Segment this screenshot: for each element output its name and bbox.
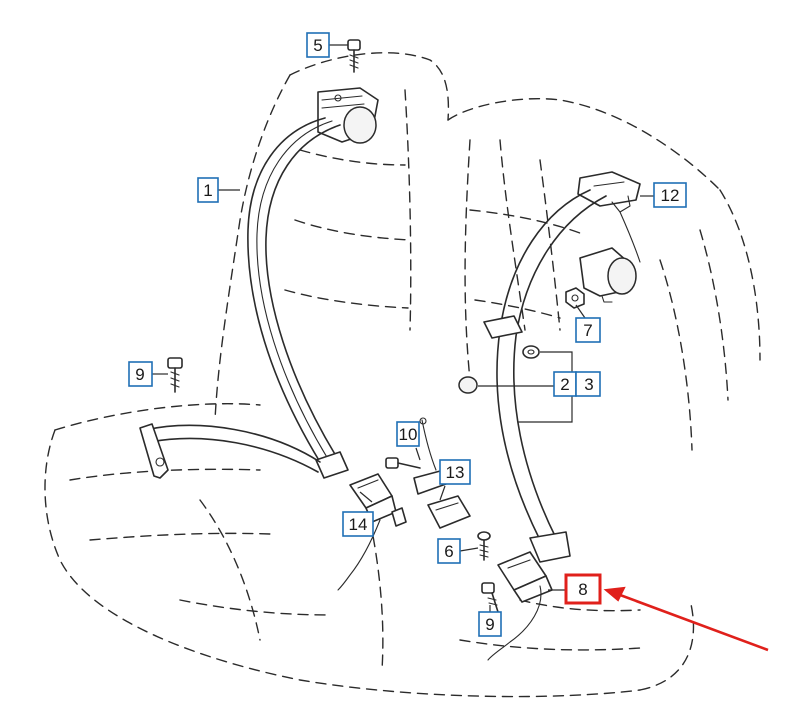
washer-2	[522, 345, 540, 359]
bolt-5	[347, 39, 361, 73]
svg-text:10: 10	[399, 425, 418, 444]
seat-backrest	[214, 52, 761, 451]
belt-retractor-right	[579, 211, 641, 303]
svg-text:7: 7	[583, 321, 592, 340]
bolt-3	[458, 376, 478, 394]
svg-text:3: 3	[584, 375, 593, 394]
svg-text:6: 6	[444, 542, 453, 561]
svg-text:8: 8	[578, 580, 587, 599]
callout-2: 2	[553, 371, 577, 397]
svg-text:13: 13	[446, 463, 465, 482]
svg-text:9: 9	[485, 615, 494, 634]
nut-7	[565, 287, 585, 309]
svg-text:5: 5	[313, 36, 322, 55]
callout-1: 1	[197, 177, 219, 203]
callout-9-upper: 10	[396, 421, 420, 447]
belt-webbing-right	[483, 189, 607, 563]
belt-retractor-1	[317, 87, 379, 144]
svg-text:1: 1	[203, 181, 212, 200]
bolt-9-lower	[481, 582, 499, 613]
bolt-6	[477, 531, 491, 561]
callout-13: 13	[439, 459, 471, 485]
callout-9-lower: 9	[478, 611, 502, 637]
seat-cushion	[44, 403, 695, 698]
lap-belt-anchor	[139, 423, 321, 479]
callout-6: 6	[437, 538, 461, 564]
belt-guide-10	[577, 171, 641, 213]
buckle-12	[487, 551, 553, 661]
red-arrow-icon	[603, 586, 769, 652]
callout-8: 9	[128, 361, 153, 387]
callout-10: 12	[653, 182, 687, 208]
svg-text:14: 14	[349, 515, 368, 534]
callout-12-highlighted: 8	[564, 573, 602, 605]
svg-text:9: 9	[135, 365, 144, 384]
bolt-8	[167, 357, 183, 393]
svg-text:12: 12	[661, 186, 680, 205]
callout-3: 3	[575, 371, 601, 397]
svg-text:2: 2	[560, 375, 569, 394]
callout-5: 5	[306, 32, 330, 58]
bolt-9-upper	[385, 457, 421, 469]
belt-webbing-1	[247, 117, 349, 479]
callout-14: 14	[342, 511, 374, 537]
buckle-13	[413, 417, 471, 529]
callout-7: 7	[575, 317, 601, 343]
